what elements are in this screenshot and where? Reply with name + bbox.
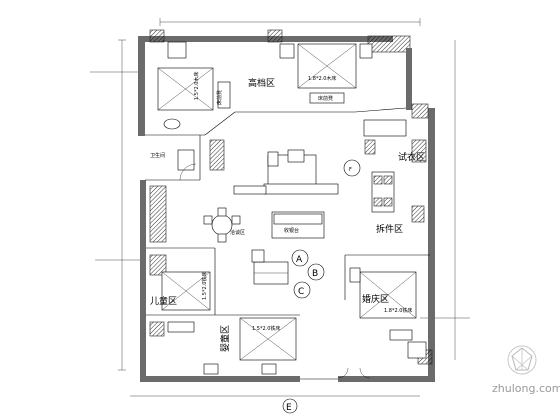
bed-label: 1.5*2.0铁床: [201, 272, 208, 300]
zone-wedding: 婚庆区: [362, 293, 389, 305]
marker-f: F: [349, 167, 352, 173]
negotiation-label: 洽谈区: [230, 229, 245, 236]
zone-children: 儿童区: [150, 295, 177, 307]
restroom-label: 卫生间: [150, 152, 165, 159]
watermark-text: zhulong.com: [492, 382, 560, 395]
circle-markers: A B C: [251, 249, 325, 299]
marker-e: E: [286, 403, 292, 413]
marker-e-circle: [282, 398, 298, 414]
watermark: zhulong.com: [492, 345, 560, 395]
bed-top-right: 1.8*2.0木床 床前凳: [279, 43, 373, 104]
partitions: [145, 107, 430, 316]
watermark-logo: [507, 345, 537, 375]
marker-f-circle: [343, 159, 361, 177]
bench-label: 床前凳: [318, 95, 333, 102]
restroom: 卫生间: [150, 149, 197, 181]
marker-a-circle: [291, 249, 309, 267]
cashier: 收银台: [271, 211, 325, 239]
chair-icon: [163, 118, 181, 130]
bed-baby: 1.5*2.0铁床 婴童区: [203, 317, 297, 375]
zone-high-end: 高档区: [248, 77, 275, 89]
bed-wedding: 婚庆区 1.8*2.0铁床: [349, 267, 427, 359]
entrance: E: [282, 367, 371, 414]
zone-fitting: 试衣区: [398, 151, 425, 163]
zone-accessories: 拆件区: [376, 223, 403, 235]
marker-c-circle: [293, 281, 311, 299]
bench-label: 床前凳: [216, 90, 223, 105]
walls: [138, 29, 435, 382]
marker-c: C: [298, 287, 304, 297]
bed-label: 1.8*2.0铁床: [384, 307, 412, 314]
marker-a: A: [296, 255, 303, 265]
right-display: 试衣区 拆件区: [363, 119, 427, 235]
bed-top-left: 1.5*2.0木床 床前凳: [157, 41, 231, 130]
negotiation-table: 洽谈区: [203, 207, 245, 243]
marker-b: B: [312, 269, 318, 279]
zone-baby: 婴童区: [219, 325, 231, 352]
cashier-label: 收银台: [284, 227, 299, 234]
marker-b-circle: [307, 263, 325, 281]
bed-children: 儿童区 1.5*2.0铁床: [150, 272, 211, 333]
bed-label: 1.5*2.0铁床: [252, 325, 280, 332]
bed-label: 1.8*2.0木床: [308, 75, 336, 82]
central-display: F: [233, 149, 361, 195]
bed-label: 1.5*2.0木床: [193, 72, 200, 100]
left-shelves: [149, 139, 225, 276]
